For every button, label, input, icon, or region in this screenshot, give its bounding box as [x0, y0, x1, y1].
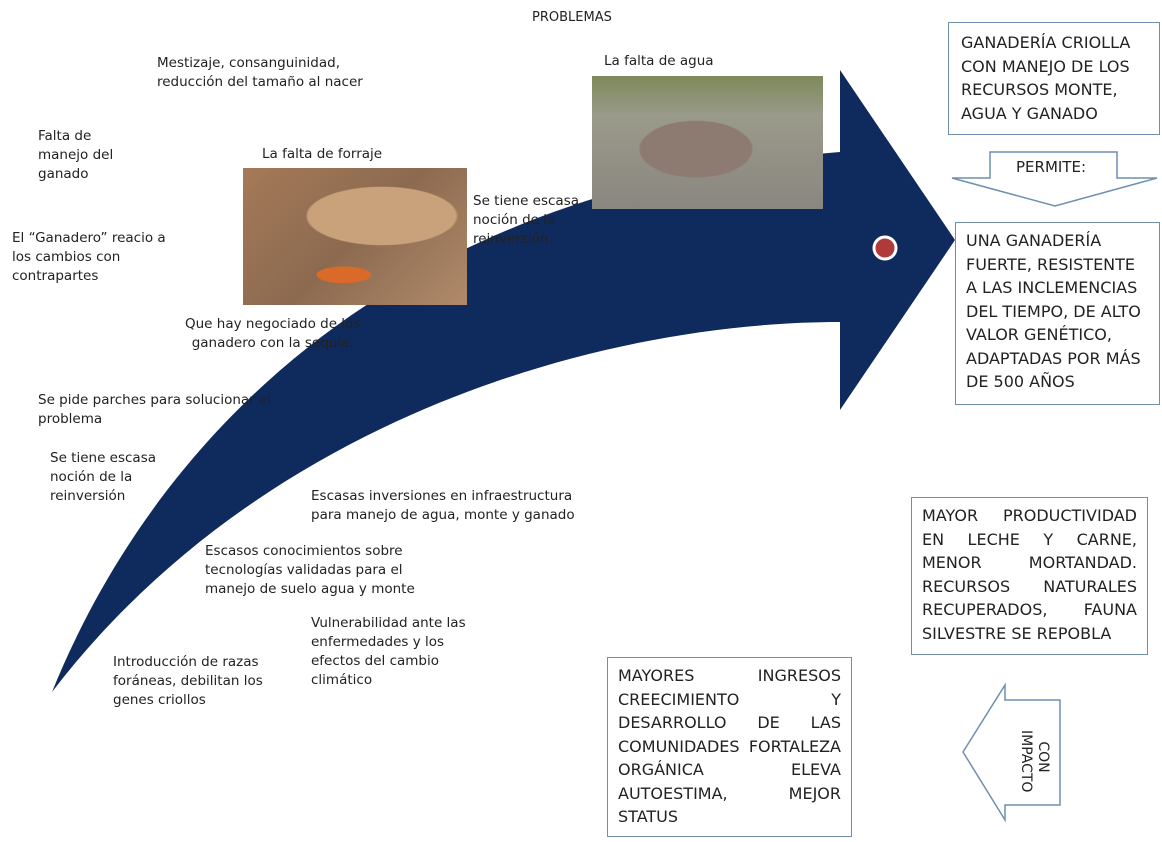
curved-arrow: [52, 70, 955, 692]
permite-label: PERMITE:: [1016, 158, 1087, 176]
problem-text: Introducción de razas foráneas, debilita…: [113, 654, 263, 708]
problem-text: Mestizaje, consanguinidad, reducción del…: [157, 55, 363, 90]
box-ganaderia-fuerte: UNA GANADERÍA FUERTE, RESISTENTE A LAS I…: [955, 222, 1160, 405]
problem-text: Se pide parches para solucionar el probl…: [38, 392, 272, 427]
problem-text: Escasas inversiones en infraestructura p…: [311, 488, 575, 523]
problem-text: Se tiene escasa noción de la reinversión: [50, 450, 157, 504]
permite-arrow: [951, 151, 1158, 207]
photo-caption-forraje: La falta de forraje: [262, 146, 383, 162]
photo-agua: [592, 76, 823, 209]
problem-text: Escasos conocimientos sobre tecnologías …: [205, 543, 415, 597]
photo-forraje: [243, 168, 467, 305]
problem-text: El “Ganadero” reacio a los cambios con c…: [12, 230, 166, 284]
box-productividad: MAYOR PRODUCTIVIDAD EN LECHE Y CARNE, ME…: [911, 497, 1148, 655]
problem-text: Vulnerabilidad ante las enfermedades y l…: [311, 615, 466, 688]
title: PROBLEMAS: [532, 10, 612, 25]
problem-text: Se tiene escasa noción de la reinversión: [473, 193, 580, 247]
red-dot: [872, 235, 898, 261]
impacto-arrow: [962, 682, 1061, 823]
impacto-label: CON IMPACTO: [1018, 730, 1051, 793]
problem-text: Falta de manejo del ganado: [38, 128, 114, 182]
photo-caption-agua: La falta de agua: [604, 53, 714, 69]
box-ganaderia-criolla: GANADERÍA CRIOLLA CON MANEJO DE LOS RECU…: [948, 22, 1160, 135]
problem-text: Que hay negociado de los ganadero con la…: [185, 316, 361, 351]
box-ingresos: MAYORES INGRESOS CREECIMIENTO Y DESARROL…: [607, 657, 852, 837]
